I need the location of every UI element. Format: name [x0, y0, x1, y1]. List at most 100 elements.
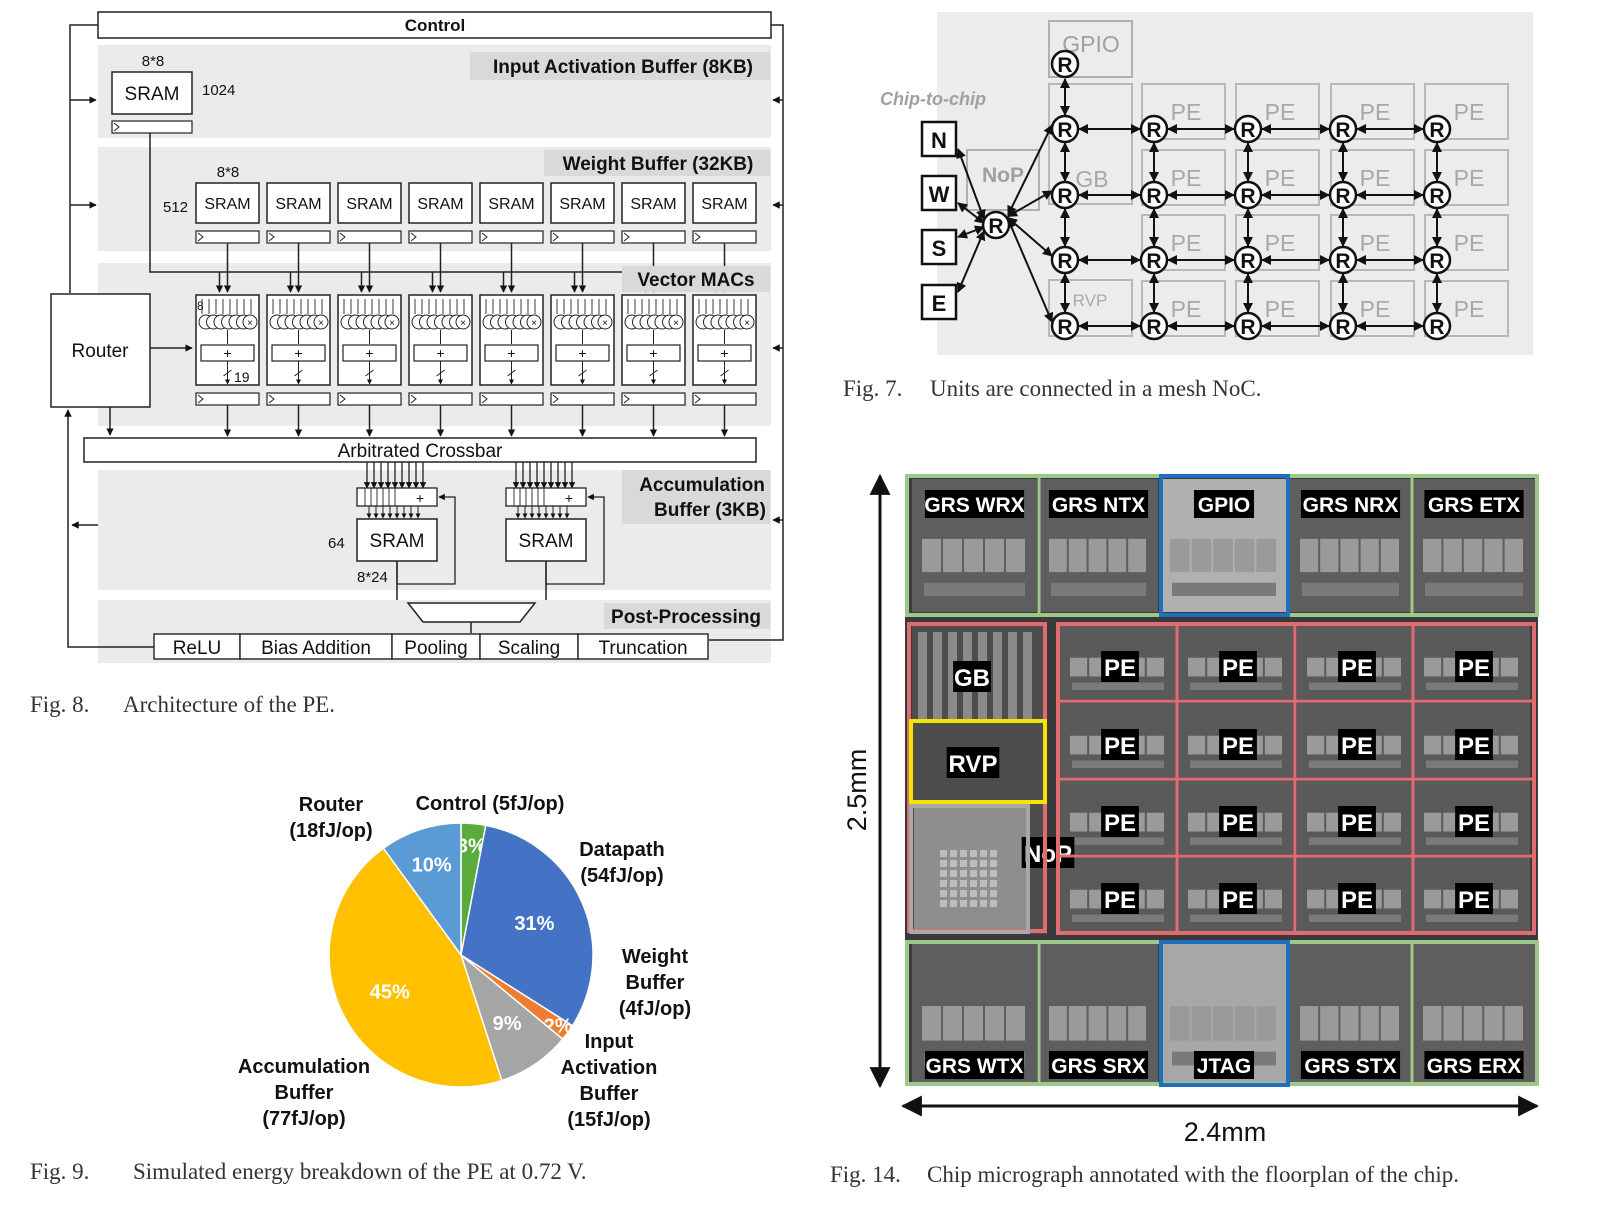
noc-router-label: R [1057, 119, 1072, 142]
weight-sram [621, 182, 686, 224]
noc-router-label: R [988, 215, 1003, 238]
noc-pe-label: PE [1265, 230, 1296, 256]
mac-unit: ×+ [692, 294, 757, 386]
mac-register [195, 392, 260, 406]
die-block-label: GRS WTX [926, 1055, 1024, 1078]
weight-sram-label: SRAM [275, 196, 321, 213]
die-block-label: RVP [949, 751, 998, 778]
callout-accum-2: Buffer [275, 1082, 334, 1104]
noc-router [1328, 180, 1358, 210]
weight-sram-label: SRAM [488, 196, 534, 213]
noc-pe-label: PE [1265, 296, 1296, 322]
pie-slice-label: 10% [412, 855, 452, 877]
svg-text:×: × [673, 318, 679, 329]
noc-router [1139, 180, 1169, 210]
jtag-outline [1159, 940, 1290, 1087]
vector-macs-title: Vector MACs [637, 270, 754, 291]
fig9-caption-num: Fig. 9. [30, 1159, 89, 1184]
noc-router [1422, 180, 1452, 210]
svg-text:×: × [602, 318, 608, 329]
noc-router-label: R [1335, 119, 1350, 142]
die-block-label: PE [1341, 733, 1373, 760]
postproc-stage-label: ReLU [173, 638, 222, 659]
noc-rvp-label: RVP [1073, 291, 1108, 310]
mac-unit: ×+ [479, 294, 544, 386]
die-block-label: PE [1222, 887, 1254, 914]
die-block-label: GRS STX [1304, 1055, 1396, 1078]
svg-text:+: + [720, 345, 728, 361]
noc-pe-label: PE [1454, 296, 1485, 322]
weight-buffer-title: Weight Buffer (32KB) [563, 154, 754, 175]
weight-sram-label: SRAM [630, 196, 676, 213]
input-sram-depth: 1024 [202, 82, 235, 99]
die-block-label: PE [1222, 810, 1254, 837]
callout-input-4: (15fJ/op) [567, 1109, 650, 1131]
input-buffer-title: Input Activation Buffer (8KB) [493, 57, 753, 78]
weight-register [337, 230, 402, 244]
noc-pe-label: PE [1265, 165, 1296, 191]
noc-router [1422, 245, 1452, 275]
chip-port-label: E [932, 291, 947, 316]
weight-sram [408, 182, 473, 224]
die-block-label: PE [1458, 655, 1490, 682]
noc-router-label: R [1146, 316, 1161, 339]
noc-router-label: R [1146, 185, 1161, 208]
svg-text:×: × [318, 318, 324, 329]
mac-register [550, 392, 615, 406]
noc-router-label: R [1240, 185, 1255, 208]
pie-slice-label: 45% [370, 981, 410, 1003]
noc-pe-label: PE [1171, 296, 1202, 322]
noc-router [1050, 180, 1080, 210]
callout-weight-2: Buffer [626, 972, 685, 994]
noc-pe-label: PE [1360, 165, 1391, 191]
noc-router-label: R [1335, 185, 1350, 208]
mac-register [337, 392, 402, 406]
router-label: Router [71, 341, 129, 362]
fig8-caption-text: Architecture of the PE. [123, 692, 335, 717]
die-block-label: PE [1458, 810, 1490, 837]
arbitrated-crossbar [83, 437, 757, 463]
noc-pe-label: PE [1360, 99, 1391, 125]
control-label: Control [405, 16, 465, 35]
accum-sram-label: SRAM [370, 531, 425, 552]
accumulation-unit: +SRAM [505, 462, 605, 585]
noc-router [1422, 311, 1452, 341]
pie-slice-label: 31% [514, 913, 554, 935]
noc-router-label: R [1146, 119, 1161, 142]
accum-sram [356, 518, 438, 562]
weight-sram [550, 182, 615, 224]
callout-input-1: Input [585, 1031, 634, 1053]
rvp-outline [909, 719, 1047, 804]
die-block-label: JTAG [1197, 1055, 1251, 1078]
mac-unit: ×+ [550, 294, 615, 386]
svg-text:×: × [389, 318, 395, 329]
mac-unit: ×+819 [195, 294, 260, 386]
postproc-stage-label: Pooling [404, 638, 467, 659]
mac-register [479, 392, 544, 406]
weight-register [408, 230, 473, 244]
chip-port [920, 283, 958, 321]
die-block-label: GB [954, 665, 990, 692]
weight-register [550, 230, 615, 244]
mac-unit: ×+ [266, 294, 331, 386]
noc-router [1050, 114, 1080, 144]
energy-pie-chart: 3%31%2%9%45%10% [328, 822, 594, 1088]
svg-text:+: + [578, 345, 586, 361]
noc-router [1139, 245, 1169, 275]
fig7-caption-num: Fig. 7. [843, 376, 902, 401]
noc-router [1328, 114, 1358, 144]
noc-pe-label: PE [1454, 99, 1485, 125]
noc-pe-label: PE [1360, 230, 1391, 256]
die-block-label: PE [1458, 733, 1490, 760]
weight-sram-width: 8*8 [217, 164, 240, 181]
svg-text:+: + [507, 345, 515, 361]
svg-text:+: + [565, 490, 573, 506]
mac-output-width: 19 [234, 369, 250, 385]
noc-router [1422, 114, 1452, 144]
noc-router [1233, 114, 1263, 144]
svg-text:+: + [436, 345, 444, 361]
